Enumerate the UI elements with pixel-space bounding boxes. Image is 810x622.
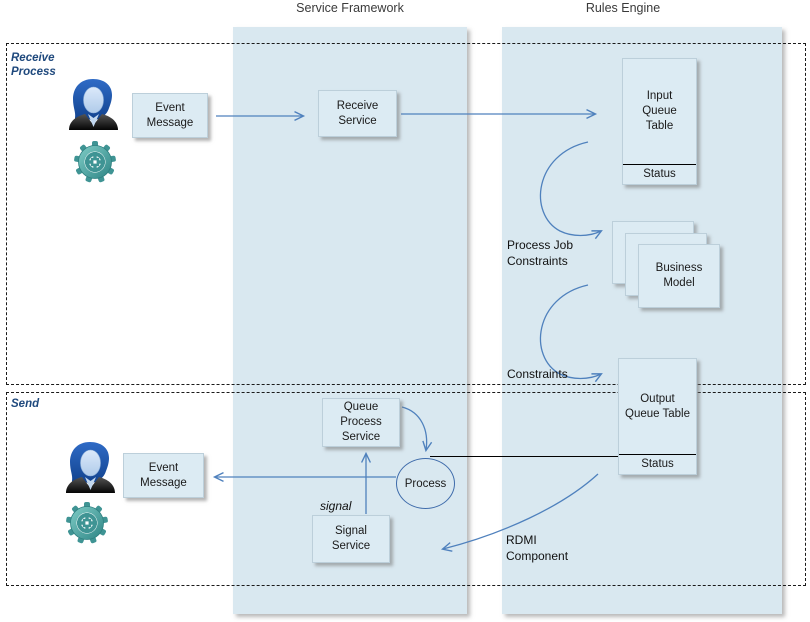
- output-queue-status: Status: [619, 454, 696, 474]
- receive-process-lane-label: Receive Process: [11, 52, 56, 78]
- gear-icon: [73, 139, 117, 185]
- node-label: Process: [404, 477, 447, 490]
- process-job-constraints-label: Process Job Constraints: [507, 238, 574, 268]
- person-icon: [61, 441, 120, 494]
- node-queue-process-service: Queue Process Service: [322, 398, 400, 447]
- node-label: Event Message: [146, 101, 194, 129]
- node-label: Receive Service: [336, 99, 379, 127]
- rdmi-component-label: RDMI Component: [506, 533, 569, 563]
- node-signal-service: Signal Service: [312, 515, 390, 563]
- node-process: Process: [396, 458, 455, 509]
- receive-process-lane: [6, 43, 806, 385]
- node-label: Business Model: [655, 262, 703, 289]
- node-label: Signal Service: [331, 525, 371, 552]
- rules-engine-header: Rules Engine: [585, 1, 661, 15]
- node-business-model: Business Model: [638, 244, 720, 308]
- node-event-message-bottom: Event Message: [123, 453, 204, 498]
- service-framework-header: Service Framework: [296, 1, 404, 15]
- gear-icon: [65, 500, 109, 546]
- constraints-label: Constraints: [507, 367, 568, 381]
- node-output-queue-table: Output Queue Table Status: [618, 358, 697, 475]
- node-label: Output Queue Table: [625, 392, 691, 420]
- node-label: Input Queue Table: [642, 90, 677, 132]
- person-icon: [64, 78, 123, 131]
- node-label: Queue Process Service: [340, 401, 382, 443]
- send-lane: [6, 392, 806, 586]
- node-receive-service: Receive Service: [318, 90, 397, 137]
- node-label: Event Message: [140, 461, 187, 489]
- input-queue-status: Status: [623, 164, 696, 184]
- signal-label: signal: [320, 499, 352, 513]
- node-input-queue-table: Input Queue Table Status: [622, 58, 697, 185]
- send-lane-label: Send: [11, 398, 40, 410]
- process-to-status-line: [430, 456, 618, 458]
- node-event-message-top: Event Message: [132, 93, 208, 138]
